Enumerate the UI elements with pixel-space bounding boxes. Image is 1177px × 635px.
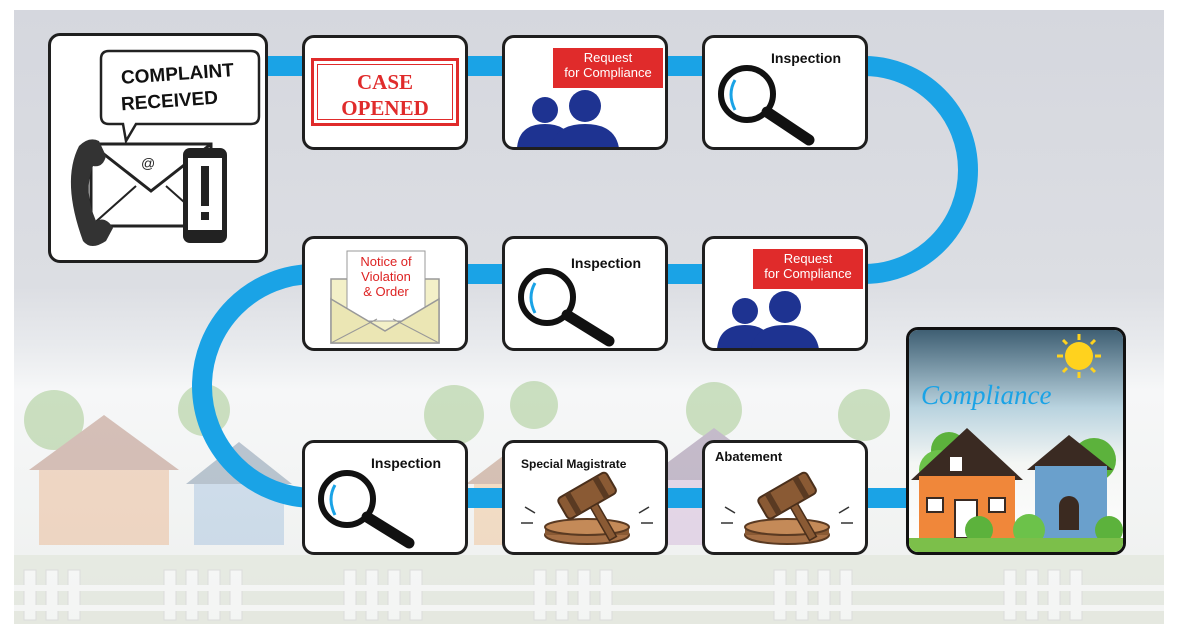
houses-scene-icon [909,330,1123,552]
gavel-icon [721,471,853,545]
magnifier-icon [718,65,815,146]
inspection-2-label: Inspection [571,255,642,271]
request-sign-1: Request for Compliance [553,48,663,88]
request-sign-2: Request for Compliance [753,249,863,289]
abatement-label: Abatement [715,449,783,464]
svg-text:@: @ [141,155,155,171]
request-sign-2-line2: for Compliance [764,266,852,281]
case-opened-line2: OPENED [341,96,429,120]
step-notice-of-violation: Notice of Violation & Order [302,236,468,351]
process-diagram: @ COMPLAINT RECEIVED CASE OPENED Request… [14,10,1164,624]
step-special-magistrate: Special Magistrate [502,440,668,555]
case-opened-line1: CASE [356,70,414,94]
magnifier-icon [318,470,415,549]
request-sign-2-line1: Request [783,251,833,266]
people-icon [717,291,819,348]
gavel-icon [521,471,653,545]
notice-line1: Notice of [360,254,412,269]
request-sign-1-line1: Request [583,50,633,65]
notice-line3: & Order [363,284,409,299]
magnifier-icon [518,268,615,347]
step-complaint-received: @ COMPLAINT RECEIVED [48,33,268,263]
step-inspection-1: Inspection [702,35,868,150]
step-case-opened: CASE OPENED [302,35,468,150]
inspection-3-label: Inspection [371,455,442,471]
neighborhood-background [14,381,1164,624]
case-opened-stamp: CASE OPENED [311,58,459,126]
step-request-for-compliance-1: Request for Compliance [502,35,668,150]
step-inspection-3: Inspection [302,440,468,555]
notice-envelope-icon [330,250,440,344]
special-magistrate-label: Special Magistrate [521,457,627,471]
compliance-label: Compliance [921,380,1052,410]
step-compliance: Compliance [906,327,1126,555]
sun-icon [1057,334,1101,378]
phone-envelope-icon: @ [70,49,261,246]
people-icon [517,90,619,147]
step-abatement: Abatement [702,440,868,555]
request-sign-1-line2: for Compliance [564,65,652,80]
step-inspection-2: Inspection [502,236,668,351]
notice-line2: Violation [361,269,411,284]
step-request-for-compliance-2: Request for Compliance [702,236,868,351]
inspection-1-label: Inspection [771,50,842,66]
